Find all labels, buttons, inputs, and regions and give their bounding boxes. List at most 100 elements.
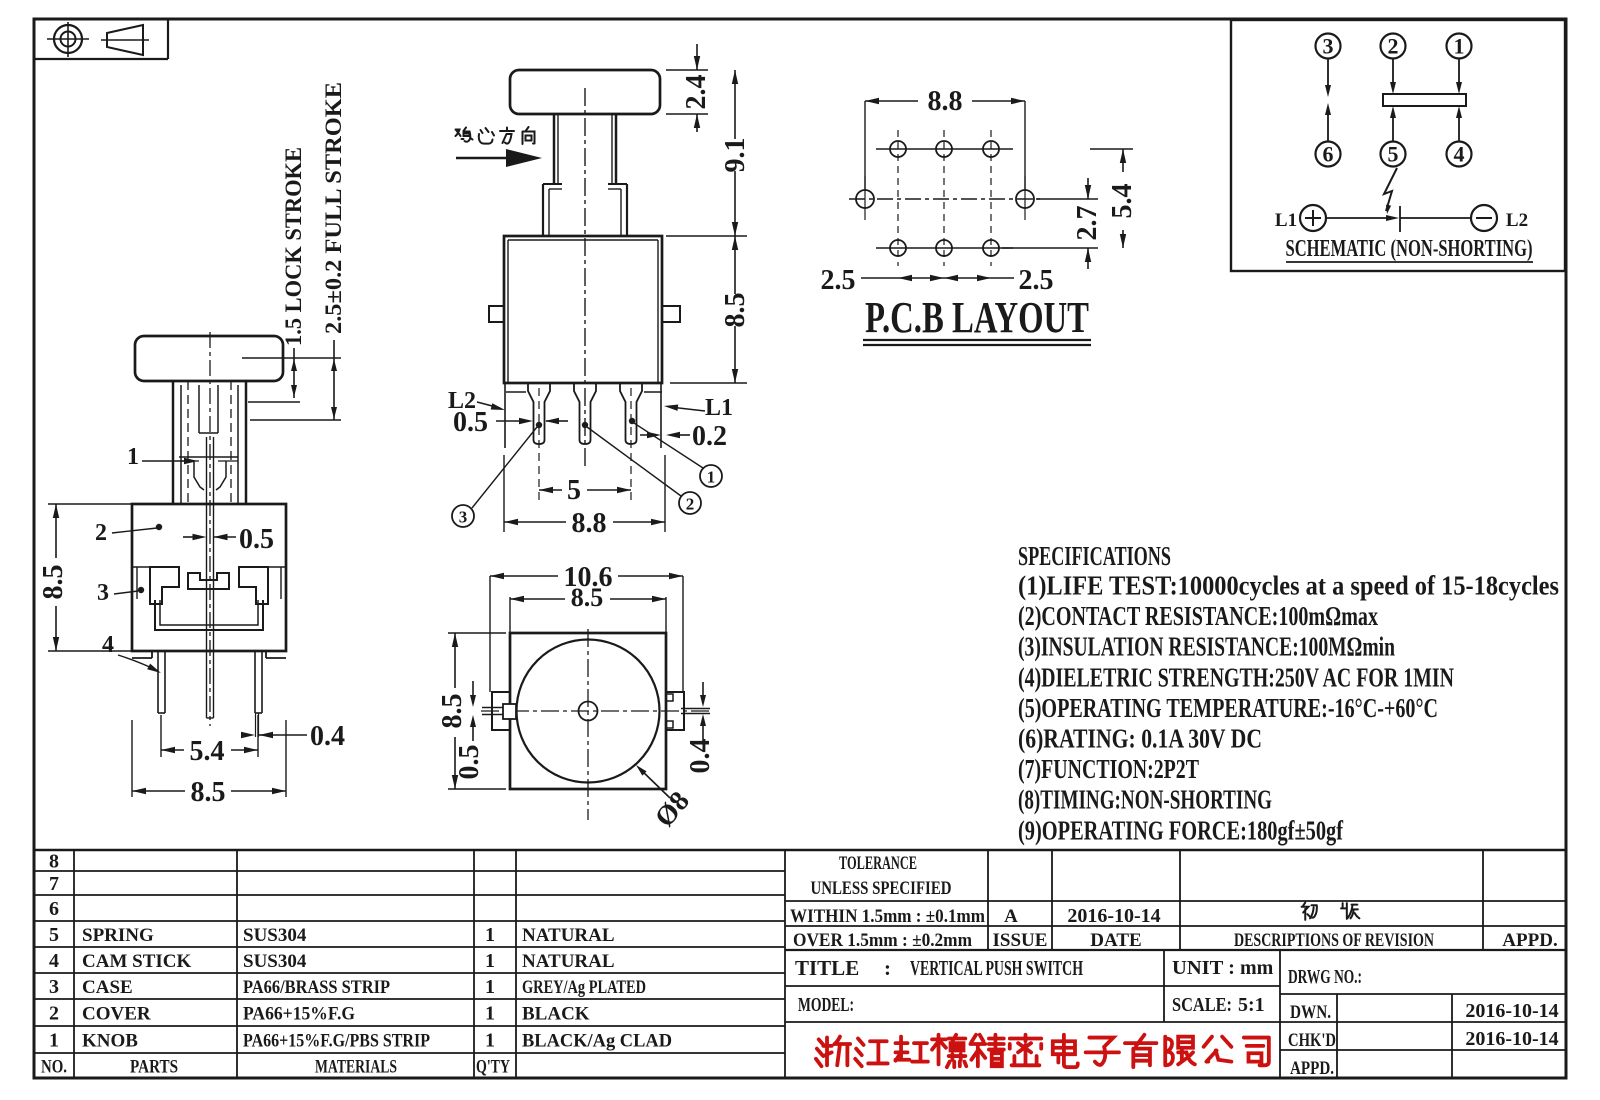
svg-text:APPD.: APPD.: [1502, 930, 1557, 951]
svg-text:5.4: 5.4: [1107, 184, 1138, 219]
svg-text:9.1: 9.1: [720, 138, 751, 173]
svg-text:SUS304: SUS304: [243, 925, 307, 946]
svg-text:COVER: COVER: [82, 1004, 151, 1025]
svg-text:(8)TIMING:NON-SHORTING: (8)TIMING:NON-SHORTING: [1018, 785, 1272, 815]
svg-text:L1: L1: [1275, 210, 1297, 231]
svg-text:5.4: 5.4: [190, 736, 225, 767]
svg-text:1: 1: [485, 1030, 495, 1052]
svg-text:3: 3: [97, 580, 109, 606]
svg-text:1.5 LOCK STROKE: 1.5 LOCK STROKE: [281, 147, 306, 346]
svg-text:ISSUE: ISSUE: [993, 930, 1048, 951]
svg-text:UNLESS SPECIFIED: UNLESS SPECIFIED: [811, 878, 952, 899]
svg-text:L2: L2: [448, 388, 476, 414]
svg-text:BLACK: BLACK: [522, 1004, 590, 1025]
svg-text:MODEL:: MODEL:: [798, 994, 854, 1016]
svg-text:DWN.: DWN.: [1290, 1002, 1331, 1023]
svg-text:(6)RATING: 0.1A 30V DC: (6)RATING: 0.1A 30V DC: [1018, 724, 1262, 754]
svg-text:DESCRIPTIONS OF REVISION: DESCRIPTIONS OF REVISION: [1234, 930, 1434, 951]
svg-text:2.5: 2.5: [821, 265, 856, 296]
svg-text:UNIT :: UNIT :: [1172, 957, 1235, 979]
svg-text:Q'TY: Q'TY: [476, 1057, 510, 1078]
svg-text:7: 7: [49, 873, 59, 895]
svg-text:PA66+15%F.G: PA66+15%F.G: [243, 1004, 355, 1025]
svg-text:PA66+15%F.G/PBS STRIP: PA66+15%F.G/PBS STRIP: [243, 1031, 430, 1052]
svg-text:8.5: 8.5: [191, 777, 226, 808]
svg-text:(9)OPERATING FORCE:180gf±50gf: (9)OPERATING FORCE:180gf±50gf: [1018, 815, 1344, 845]
svg-text:CAM STICK: CAM STICK: [82, 951, 191, 972]
svg-text:TITLE: TITLE: [795, 956, 859, 980]
svg-text:1: 1: [127, 444, 139, 470]
svg-text:CHK'D: CHK'D: [1288, 1030, 1336, 1051]
svg-text:8.5: 8.5: [571, 583, 604, 612]
svg-text:2: 2: [49, 1003, 59, 1025]
svg-text:VERTICAL PUSH SWITCH: VERTICAL PUSH SWITCH: [910, 956, 1083, 980]
svg-text:2.5±0.2 FULL STROKE: 2.5±0.2 FULL STROKE: [321, 82, 346, 334]
svg-text:(3)INSULATION RESISTANCE:100MΩ: (3)INSULATION RESISTANCE:100MΩmin: [1018, 632, 1395, 662]
svg-text:4: 4: [1454, 142, 1465, 167]
svg-text::: :: [884, 956, 891, 980]
svg-text:10.6: 10.6: [564, 562, 613, 593]
svg-text:6: 6: [1323, 142, 1334, 167]
svg-text:APPD.: APPD.: [1290, 1058, 1334, 1079]
svg-text:2: 2: [686, 495, 695, 514]
svg-text:8.8: 8.8: [572, 508, 607, 539]
svg-text:5: 5: [1388, 142, 1399, 167]
svg-text:3: 3: [459, 508, 468, 527]
svg-text:(1)LIFE TEST:10000cycles at a: (1)LIFE TEST:10000cycles at a speed of 1…: [1018, 571, 1559, 601]
svg-text:4: 4: [102, 632, 114, 658]
svg-text:0.2: 0.2: [692, 421, 727, 452]
svg-text:GREY/Ag PLATED: GREY/Ag PLATED: [522, 977, 646, 998]
svg-text:SCALE:: SCALE:: [1172, 994, 1232, 1016]
svg-text:DRWG NO.:: DRWG NO.:: [1288, 966, 1362, 988]
svg-text:NATURAL: NATURAL: [522, 951, 615, 972]
svg-text:PARTS: PARTS: [130, 1057, 178, 1078]
svg-text:8.5: 8.5: [720, 293, 751, 328]
svg-text:8.5: 8.5: [38, 565, 69, 600]
svg-text:1: 1: [485, 950, 495, 972]
svg-text:(5)OPERATING TEMPERATURE:-16°C: (5)OPERATING TEMPERATURE:-16°C-+60°C: [1018, 693, 1438, 723]
svg-text:1: 1: [485, 1003, 495, 1025]
svg-text:TOLERANCE: TOLERANCE: [839, 853, 917, 874]
svg-text:1: 1: [49, 1030, 59, 1052]
svg-text:3: 3: [1323, 34, 1334, 59]
svg-text:KNOB: KNOB: [82, 1031, 138, 1052]
svg-text:5:1: 5:1: [1238, 994, 1265, 1016]
svg-text:(4)DIELETRIC STRENGTH:250V AC: (4)DIELETRIC STRENGTH:250V AC FOR 1MIN: [1018, 662, 1454, 692]
svg-text:DATE: DATE: [1090, 930, 1141, 951]
svg-text:OVER 1.5mm : ±0.2mm: OVER 1.5mm : ±0.2mm: [793, 930, 972, 951]
svg-text:2.5: 2.5: [1019, 265, 1054, 296]
svg-text:A: A: [1004, 906, 1018, 927]
svg-text:5: 5: [49, 924, 59, 946]
svg-text:CASE: CASE: [82, 977, 133, 998]
svg-text:mm: mm: [1240, 957, 1274, 979]
svg-text:8: 8: [49, 851, 59, 873]
svg-text:1: 1: [707, 468, 716, 487]
svg-text:2.7: 2.7: [1072, 206, 1103, 241]
svg-text:2016-10-14: 2016-10-14: [1067, 905, 1160, 927]
svg-text:2.4: 2.4: [681, 75, 712, 110]
svg-text:5: 5: [567, 475, 581, 506]
svg-text:L2: L2: [1506, 210, 1528, 231]
svg-text:0.4: 0.4: [310, 721, 345, 752]
svg-text:NO.: NO.: [41, 1057, 67, 1078]
svg-text:2016-10-14: 2016-10-14: [1465, 1000, 1558, 1022]
svg-text:8.8: 8.8: [928, 86, 963, 117]
svg-text:2: 2: [1388, 34, 1399, 59]
svg-text:4: 4: [49, 950, 59, 972]
svg-text:(7)FUNCTION:2P2T: (7)FUNCTION:2P2T: [1018, 754, 1199, 784]
svg-text:P.C.B LAYOUT: P.C.B LAYOUT: [865, 293, 1089, 342]
svg-text:0.4: 0.4: [685, 739, 716, 774]
svg-text:SCHEMATIC (NON-SHORTING): SCHEMATIC (NON-SHORTING): [1286, 236, 1533, 262]
svg-text:PA66/BRASS STRIP: PA66/BRASS STRIP: [243, 977, 390, 998]
svg-text:MATERIALS: MATERIALS: [315, 1057, 397, 1078]
svg-text:L1: L1: [705, 395, 733, 421]
svg-text:SUS304: SUS304: [243, 951, 307, 972]
svg-text:1: 1: [485, 976, 495, 998]
svg-text:SPECIFICATIONS: SPECIFICATIONS: [1018, 541, 1171, 571]
svg-text:3: 3: [49, 976, 59, 998]
svg-text:1: 1: [1454, 34, 1465, 59]
svg-text:6: 6: [49, 898, 59, 920]
svg-text:2016-10-14: 2016-10-14: [1465, 1028, 1558, 1050]
svg-text:BLACK/Ag CLAD: BLACK/Ag CLAD: [522, 1031, 672, 1052]
svg-text:NATURAL: NATURAL: [522, 925, 615, 946]
